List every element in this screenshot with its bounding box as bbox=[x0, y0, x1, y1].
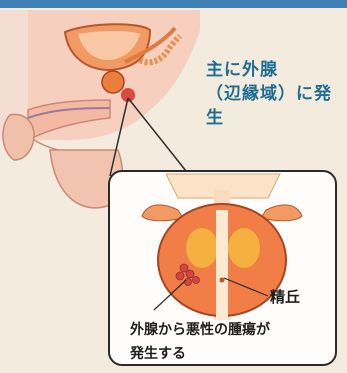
prostate-small bbox=[102, 71, 124, 93]
verumontanum-label: 精丘 bbox=[270, 286, 300, 307]
verumontanum-dot bbox=[220, 278, 225, 283]
glans bbox=[3, 114, 34, 160]
tumor-label-line1: 外腺から悪性の腫瘍が bbox=[130, 318, 270, 342]
tumor-label-line2: 発生する bbox=[130, 342, 270, 366]
inner-lobe-right bbox=[228, 228, 260, 268]
location-caption: 主に外腺 （辺縁域）に発生 bbox=[206, 58, 347, 130]
inner-lobe-left bbox=[186, 228, 218, 268]
tumor-label: 外腺から悪性の腫瘍が 発生する bbox=[130, 318, 270, 366]
caption-line1: 主に外腺 bbox=[206, 58, 347, 82]
caption-line2: （辺縁域）に発生 bbox=[206, 82, 347, 130]
